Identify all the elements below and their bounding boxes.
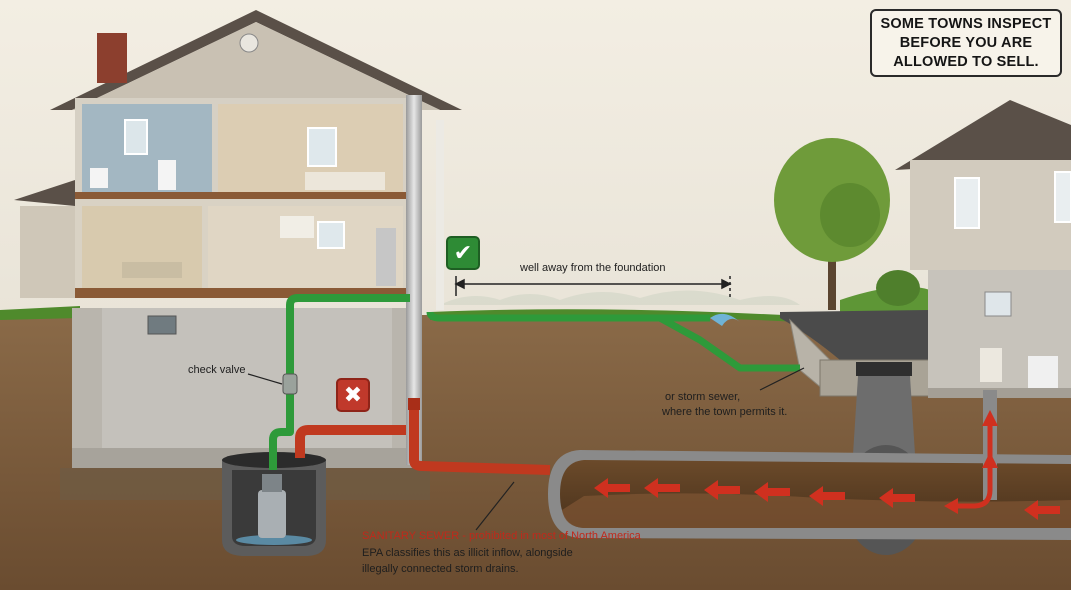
flow-arrow bbox=[879, 488, 915, 508]
kitchen-cabinets bbox=[280, 216, 314, 238]
sump-pit bbox=[222, 452, 326, 556]
distant-trees bbox=[440, 290, 800, 305]
sofa bbox=[122, 262, 182, 278]
flow-arrows bbox=[594, 478, 1060, 520]
note-line-2: BEFORE YOU ARE bbox=[899, 34, 1033, 51]
upper-floor bbox=[75, 192, 410, 199]
flow-arrow bbox=[754, 482, 790, 502]
toilet bbox=[90, 168, 108, 188]
storm-leader bbox=[759, 367, 805, 391]
main-stack bbox=[406, 95, 422, 465]
house-gable bbox=[72, 22, 440, 110]
grass bbox=[0, 306, 80, 320]
neighbor-flow-arrow bbox=[944, 498, 958, 514]
storm-sewer-label-1: or storm sewer, bbox=[665, 391, 741, 403]
porch-roof bbox=[14, 180, 75, 206]
epa-note-line-2: illegally connected storm drains. bbox=[362, 563, 519, 575]
sewer-flow bbox=[562, 493, 1071, 528]
catch-basin-shaft bbox=[852, 376, 916, 470]
road bbox=[780, 310, 930, 360]
tree bbox=[774, 138, 920, 310]
sanitary-leader bbox=[475, 481, 515, 531]
sink bbox=[158, 160, 176, 190]
chimney bbox=[97, 33, 127, 83]
neighbor-basement-window bbox=[984, 291, 1012, 317]
sanitary-sewer-separator: - bbox=[459, 530, 469, 542]
kitchen-window bbox=[317, 221, 345, 249]
neighbor-flow-arrow bbox=[982, 410, 998, 426]
flow-arrow bbox=[1024, 500, 1060, 520]
neighbor-wall bbox=[910, 160, 1071, 270]
bush bbox=[876, 270, 920, 306]
flow-arrow bbox=[704, 480, 740, 500]
storm-grate bbox=[856, 362, 912, 376]
sump-pump bbox=[258, 490, 286, 538]
downspout bbox=[436, 120, 444, 310]
sump-water bbox=[236, 535, 312, 545]
neighbor-floor bbox=[928, 388, 1071, 398]
basement-wall-left bbox=[72, 308, 102, 468]
note-line-3: ALLOWED TO SELL. bbox=[893, 53, 1039, 70]
inspection-note: SOME TOWNS INSPECT BEFORE YOU ARE ALLOWE… bbox=[870, 9, 1062, 77]
sanitary-sewer-title: SANITARY SEWER bbox=[362, 530, 460, 542]
distance-label: well away from the foundation bbox=[520, 262, 666, 274]
check-icon: ✔ bbox=[446, 236, 480, 270]
tree-canopy-shade bbox=[820, 183, 880, 247]
check-valve-label: check valve bbox=[188, 364, 246, 376]
check-valve bbox=[282, 373, 298, 395]
illegal-pipe bbox=[295, 400, 551, 475]
bed bbox=[305, 172, 385, 190]
epa-note-line-1: EPA classifies this as illicit inflow, a… bbox=[362, 547, 573, 559]
sump-pump-motor bbox=[262, 474, 282, 492]
neighbor-toilet bbox=[980, 348, 1002, 382]
bath-window bbox=[124, 119, 148, 155]
neighbor-washer bbox=[1028, 356, 1058, 388]
distance-arrow-left bbox=[454, 278, 465, 290]
house bbox=[14, 10, 462, 298]
neighbor-window-left bbox=[954, 177, 980, 229]
check-valve-leader bbox=[247, 373, 283, 385]
gable-window bbox=[239, 33, 259, 53]
sanitary-sewer-heading: SANITARY SEWER - prohibited in most of N… bbox=[362, 530, 641, 542]
neighbor-flow-arrow bbox=[982, 452, 998, 468]
note-line-1: SOME TOWNS INSPECT bbox=[880, 15, 1052, 32]
porch bbox=[20, 206, 75, 298]
neighbor-lateral bbox=[944, 348, 1002, 514]
fridge bbox=[376, 228, 396, 286]
water-splash bbox=[710, 313, 740, 326]
neighbor-flow bbox=[950, 415, 993, 509]
sanitary-sewer-note: prohibited in most of North America bbox=[468, 530, 641, 542]
neighbor-roof bbox=[895, 100, 1071, 170]
basement-window bbox=[147, 315, 177, 335]
flow-arrow bbox=[644, 478, 680, 498]
distance-marker bbox=[454, 276, 732, 300]
ground-floor bbox=[75, 288, 410, 298]
neighbor-window-right bbox=[1054, 171, 1071, 223]
x-icon: ✖ bbox=[336, 378, 370, 412]
illegal-pipe-joint bbox=[408, 398, 420, 410]
bed-window bbox=[307, 127, 337, 167]
approved-outlet-pipe bbox=[426, 311, 800, 372]
storm-sewer-label-2: where the town permits it. bbox=[662, 406, 788, 418]
flow-arrow bbox=[594, 478, 630, 498]
flow-arrow bbox=[809, 486, 845, 506]
distance-arrow-right bbox=[721, 278, 732, 290]
approved-pipe bbox=[269, 294, 410, 470]
tree-trunk bbox=[828, 240, 836, 310]
